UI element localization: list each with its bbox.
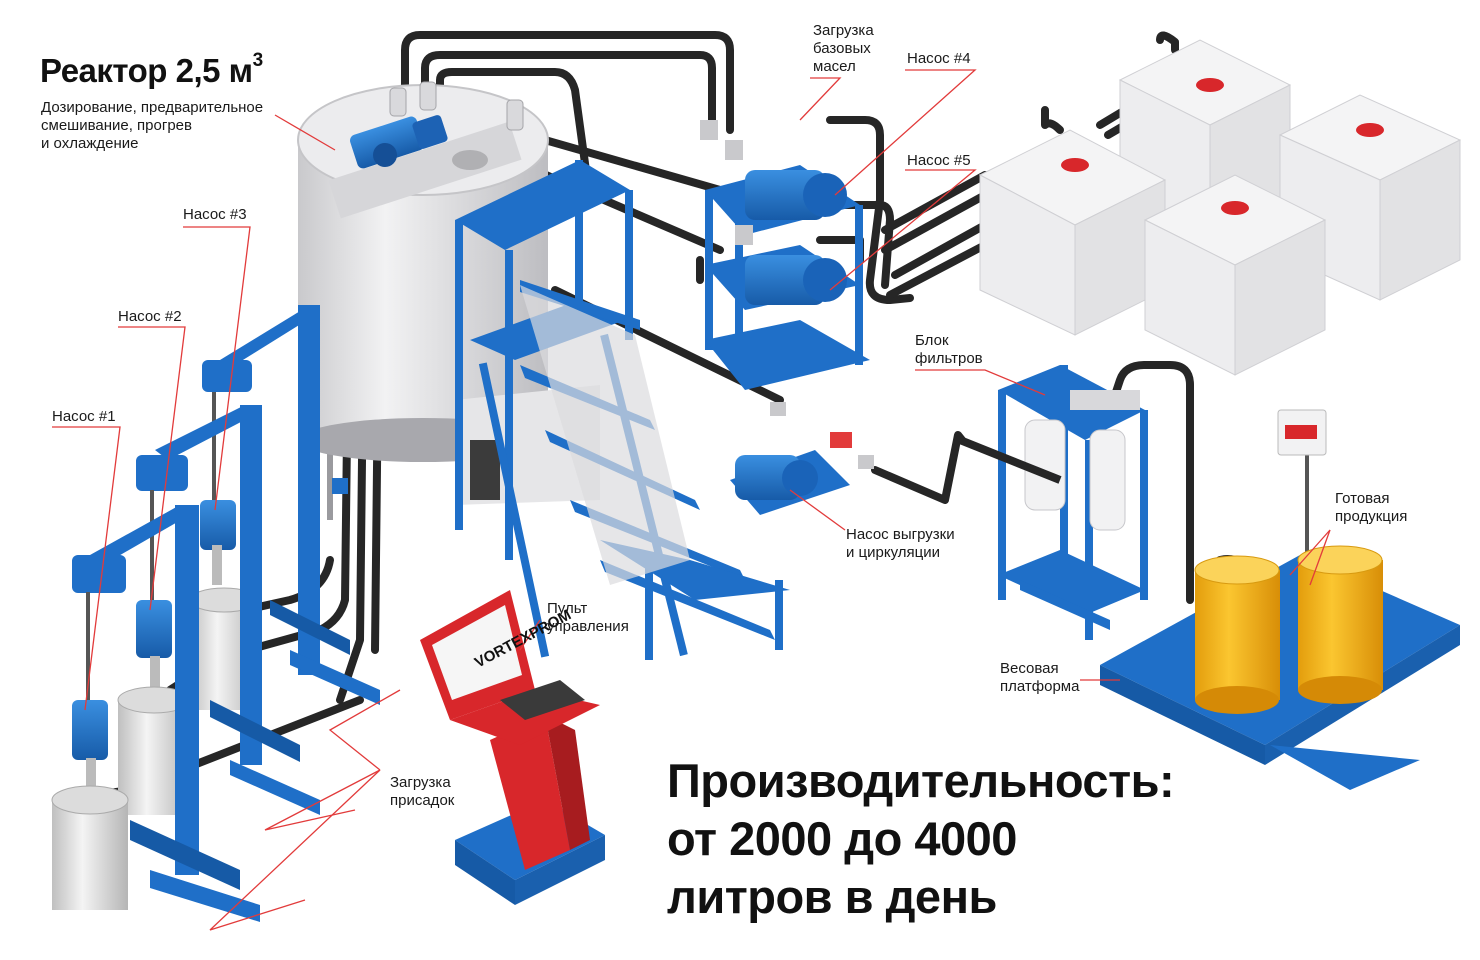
label-unload-pump: Насос выгрузки и циркуляции bbox=[846, 526, 955, 561]
label-base-oils: Загрузка базовых масел bbox=[813, 22, 874, 75]
label-additives: Загрузка присадок bbox=[390, 774, 455, 809]
reactor-description: Дозирование, предварительное смешивание,… bbox=[41, 99, 264, 152]
label-pump-5: Насос #5 bbox=[907, 152, 971, 169]
tote-front-left bbox=[978, 129, 1167, 336]
label-weighing-platform: Весовая платформа bbox=[1000, 660, 1080, 695]
stand-3 bbox=[189, 305, 380, 710]
platform-stairs bbox=[455, 160, 790, 660]
performance-line-2: от 2000 до 4000 bbox=[667, 812, 1017, 865]
label-pump-3: Насос #3 bbox=[183, 206, 247, 223]
page-title: Реактор 2,5 м3 bbox=[40, 50, 264, 90]
filter-block bbox=[958, 365, 1148, 640]
product-barrels bbox=[1194, 545, 1383, 714]
performance-headline: Производительность: от 2000 до 4000 литр… bbox=[667, 752, 1175, 926]
label-filter-block: Блок фильтров bbox=[915, 332, 983, 367]
additive-stands bbox=[51, 305, 380, 922]
performance-line-1: Производительность: bbox=[667, 754, 1175, 807]
label-control-panel: Пульт управления bbox=[547, 600, 629, 635]
label-finished-product: Готовая продукция bbox=[1335, 490, 1408, 525]
label-pump-1: Насос #1 bbox=[52, 408, 116, 425]
stand-1 bbox=[51, 505, 260, 922]
control-panel bbox=[420, 590, 605, 905]
label-pump-2: Насос #2 bbox=[118, 308, 182, 325]
label-pump-4: Насос #4 bbox=[907, 50, 971, 67]
title-main: Реактор 2,5 м bbox=[40, 52, 253, 89]
unload-pump bbox=[730, 402, 874, 515]
leader-lines bbox=[52, 69, 1331, 931]
ibc-totes bbox=[978, 39, 1462, 376]
title-superscript: 3 bbox=[252, 50, 264, 71]
tote-front-right bbox=[1143, 174, 1327, 376]
pump-rack bbox=[700, 120, 870, 390]
performance-line-3: литров в день bbox=[667, 870, 997, 923]
